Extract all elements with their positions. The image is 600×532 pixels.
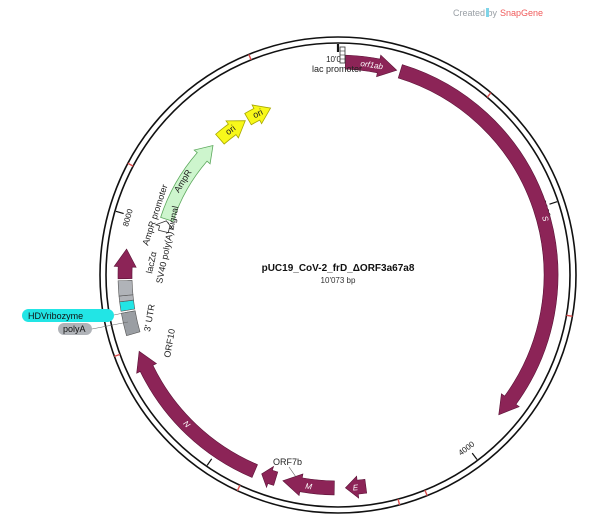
backbone [99,36,577,514]
polya-tag: polyA [58,321,129,335]
utr3-label: 3' UTR [142,303,157,333]
feature-arrow [215,120,246,145]
snapgene-logo-icon [486,8,489,17]
tick-line [206,458,213,466]
feature-arrow [344,475,368,499]
feature-arrow [282,473,335,497]
feature-label: E [352,483,359,492]
feature-orf7b[interactable] [261,465,279,489]
marker-blocks [117,280,141,337]
cut-site-mark [236,484,241,491]
marker-sv40[interactable] [117,280,134,297]
center-title: pUC19_CoV-2_frD_ΔORF3a67a8 10'073 bp [262,263,415,285]
cut-site-mark [486,92,492,98]
feature-label: N [181,419,192,430]
lacz-label: lacZα [144,251,158,275]
feature-e[interactable]: E [344,475,368,499]
credit-prefix: Created by [453,8,498,18]
ampr-promoter-icon [154,220,175,234]
cut-site-mark [397,498,401,506]
cut-site-mark [248,54,252,61]
orf10-label: ORF10 [162,328,177,358]
cut-site-mark [114,353,121,358]
hdv-ribozyme-tag: HDVribozyme [22,309,129,322]
backbone-inner-circle [105,42,571,508]
feature-n[interactable]: N [136,350,258,478]
cut-site-mark [566,314,573,318]
feature-arrow [397,64,559,416]
lac-promoter-label: lac promoter [312,64,362,74]
feature-label: ori [223,123,237,137]
backbone-outer-circle [99,36,577,514]
lac-promoter-icon [339,46,346,64]
side-labels: lac promoter AmpR promoter SV40 poly(A) … [22,46,362,478]
feature-arrow [344,54,398,78]
plasmid-name: pUC19_CoV-2_frD_ΔORF3a67a8 [262,263,415,274]
feature-lacz[interactable] [113,248,137,280]
feature-label: orf1ab [360,59,384,72]
hdv-label: HDVribozyme [28,311,83,321]
feature-ori1[interactable]: ori [215,120,246,145]
feature-arrow [113,248,137,280]
tick-label: 10'000 [326,55,350,64]
cut-site-mark [424,489,428,496]
tick-line [549,201,558,205]
marker-utr3[interactable] [120,310,141,337]
feature-label: M [305,482,313,492]
feature-m[interactable]: M [282,473,335,497]
feature-arrow [136,350,258,478]
credit-brand: SnapGene [500,8,543,18]
feature-arrow [244,104,272,126]
feature-arrow [261,465,279,489]
tick-label: 8000 [121,207,135,227]
feature-label: ori [251,107,264,120]
tick-line [471,452,478,460]
orf7b-label: ORF7b [273,457,302,467]
tick-marks: 10'0002000400060008000 [115,44,558,466]
credit: Created by SnapGene [453,8,543,18]
plasmid-length: 10'073 bp [321,276,356,285]
feature-orf1ab-long[interactable]: S [397,64,559,416]
tick-line [115,210,124,215]
polya-label: polyA [63,324,86,334]
feature-ampr[interactable]: AmpR [160,144,214,222]
feature-orf1ab[interactable]: orf1ab [344,54,398,78]
cut-site-mark [127,162,134,167]
feature-arrow [160,144,214,222]
feature-ori2[interactable]: ori [244,104,272,126]
feature-label: S [540,215,550,223]
